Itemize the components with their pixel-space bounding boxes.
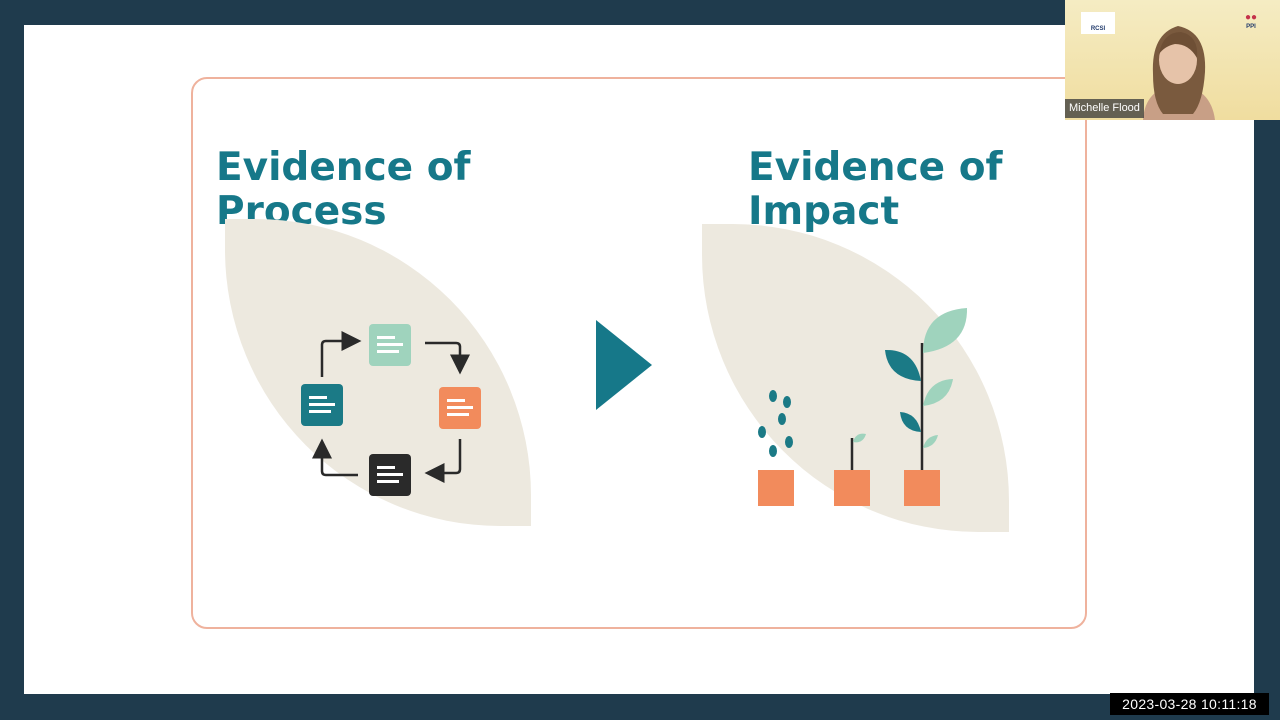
sprout-icon	[850, 433, 866, 470]
document-icon-mint	[369, 324, 411, 366]
document-icon-orange	[439, 387, 481, 429]
seeds-icon	[758, 390, 793, 457]
tall-plant-icon	[885, 308, 968, 470]
pot-icon	[904, 470, 940, 506]
ppi-logo: ●● PPI	[1235, 12, 1267, 38]
ppi-logo-mark-icon: ●●	[1244, 12, 1258, 23]
document-icon-dark	[369, 454, 411, 496]
cycle-of-documents-icon	[301, 324, 481, 496]
presenter-avatar	[1143, 26, 1215, 120]
pot-icon	[834, 470, 870, 506]
growing-plants-icon	[758, 308, 968, 506]
rcsi-logo: RCSI	[1081, 12, 1115, 34]
evidence-of-impact-heading: Evidence of Impact	[748, 146, 1002, 234]
heading-line: Impact	[748, 189, 900, 234]
pot-icon	[758, 470, 794, 506]
heading-line: Evidence of	[216, 145, 471, 190]
presenter-name-label: Michelle Flood	[1065, 99, 1144, 118]
play-arrow-icon	[596, 320, 652, 410]
heading-line: Evidence of	[748, 145, 1003, 190]
document-icon-teal	[301, 384, 343, 426]
recording-timestamp: 2023-03-28 10:11:18	[1110, 693, 1269, 715]
